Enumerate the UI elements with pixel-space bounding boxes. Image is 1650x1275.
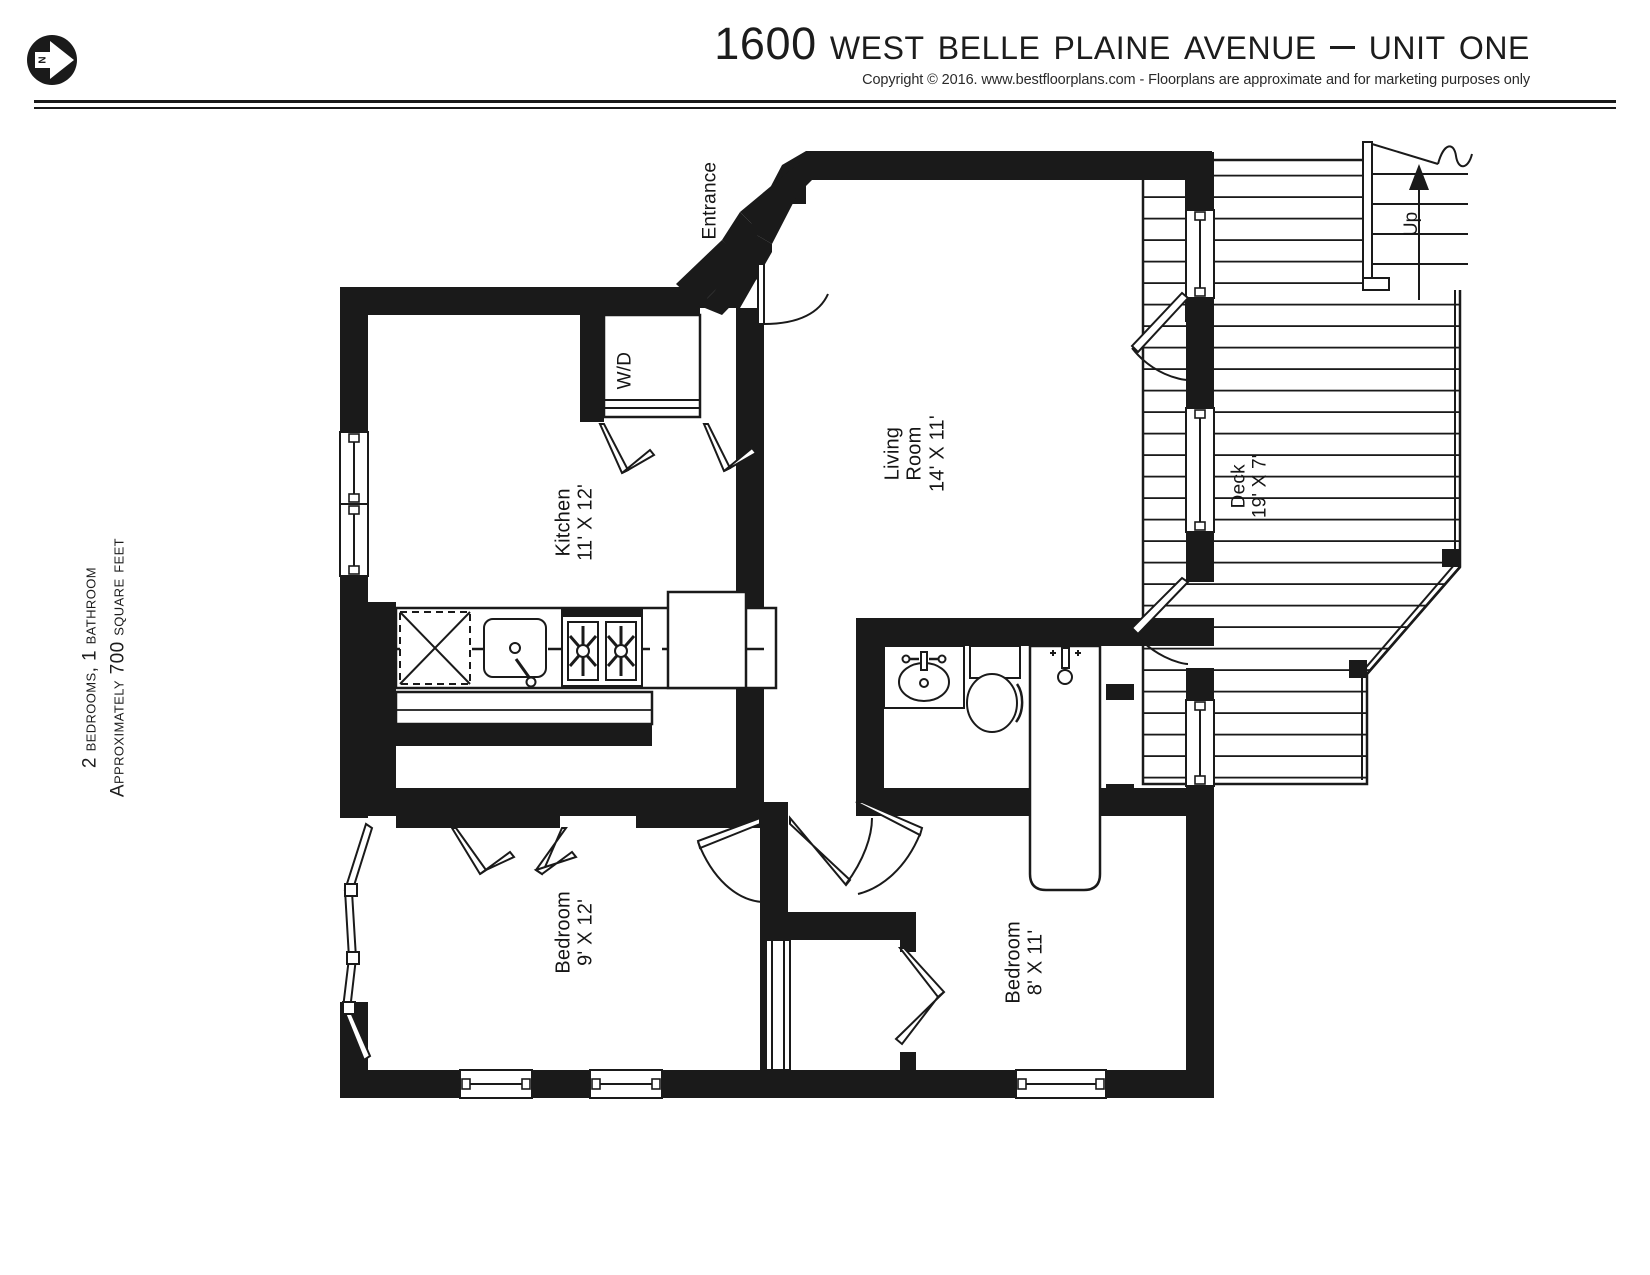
entrance-text: Entrance: [699, 161, 721, 240]
window-kitchen-left-upper: [339, 431, 369, 505]
washer-dryer-label: W/D: [614, 316, 635, 426]
kitchen-name: Kitchen: [552, 488, 575, 557]
living-room-name-line2: Room: [903, 426, 926, 481]
copyright-notice: Copyright © 2016. www.bestfloorplans.com…: [862, 72, 1530, 89]
door-bedroom2-closet: [894, 947, 946, 1046]
door-bedroom2-entry: [789, 815, 873, 887]
door-living-to-deck-lower: [1130, 576, 1190, 665]
room-label-living-room: Living Room 14' X 11': [881, 369, 948, 539]
entrance-label: Entrance: [699, 116, 720, 286]
svg-text:N: N: [38, 56, 49, 63]
wd-text: W/D: [614, 351, 636, 390]
page-header: N 1600 West Belle Plaine Avenue – Unit O…: [0, 0, 1650, 112]
stair-direction-label: Up: [1401, 212, 1422, 236]
door-bedroom1-closet-left: [450, 827, 516, 876]
stair-run-up: [1362, 141, 1473, 300]
bathroom-vanity: [883, 645, 965, 709]
dishwasher-icon: [399, 611, 471, 685]
washer-dryer-closet: [602, 313, 702, 419]
deck-angled-edge: [1366, 566, 1461, 675]
window-bedroom1-south-b: [589, 1069, 663, 1099]
door-kitchen-entry-fold: [702, 423, 758, 473]
door-living-to-deck-upper: [1130, 291, 1190, 381]
door-bedroom1-entry: [696, 816, 763, 903]
window-bathroom-right: [1185, 699, 1215, 787]
window-bedroom1-south-a: [459, 1069, 533, 1099]
refrigerator-icon: [666, 590, 748, 690]
deck-dims: 19' X 7': [1250, 454, 1271, 519]
bedroom2-closet: [765, 939, 791, 1071]
bedroom-1-dims: 9' X 12': [575, 898, 597, 966]
bedroom-1-name: Bedroom: [552, 891, 575, 974]
stair-up-text: Up: [1401, 212, 1422, 236]
compass-north-arrow-icon: N: [26, 34, 78, 86]
kitchen-fixtures: [394, 590, 778, 746]
doors: [341, 263, 1190, 1062]
title-block: 1600 West Belle Plaine Avenue – Unit One…: [120, 18, 1530, 89]
room-label-bedroom-2: Bedroom 8' X 11': [1003, 877, 1048, 1047]
deck-name: Deck: [1228, 464, 1250, 509]
header-divider-thin: [34, 107, 1616, 109]
window-living-right-upper: [1185, 209, 1215, 299]
bedroom-2-name: Bedroom: [1002, 921, 1025, 1004]
bathtub-icon: [1028, 644, 1102, 892]
windows: [339, 209, 1215, 1099]
page-title: 1600 West Belle Plaine Avenue – Unit One: [714, 18, 1530, 69]
door-bedroom1-closet-right: [533, 827, 578, 876]
door-bedroom1-west-accordion: [341, 822, 374, 1062]
room-label-kitchen: Kitchen 11' X 12': [553, 437, 598, 607]
window-bedroom2-south: [1015, 1069, 1107, 1099]
header-divider-thick: [34, 100, 1616, 103]
door-wd-closet: [598, 423, 656, 475]
kitchen-dims: 11' X 12': [575, 483, 597, 561]
door-entrance: [757, 263, 829, 325]
range-cooktop-icon: [561, 609, 643, 687]
door-bathroom-entry: [855, 801, 924, 895]
room-label-deck: Deck 19' X 7': [1229, 401, 1272, 571]
window-living-right-lower: [1185, 407, 1215, 533]
kitchen-sink-icon: [483, 618, 547, 688]
window-kitchen-left-lower: [339, 503, 369, 577]
bedroom-2-dims: 8' X 11': [1025, 929, 1047, 996]
living-room-name-line1: Living: [881, 426, 904, 481]
toilet-icon: [966, 645, 1024, 733]
floor-plan-drawing: Up: [0, 112, 1650, 1275]
room-label-bedroom-1: Bedroom 9' X 12': [553, 847, 598, 1017]
bathroom-fixtures: [883, 644, 1102, 892]
living-room-dims: 14' X 11': [926, 415, 949, 493]
kitchen-peninsula: [394, 690, 654, 746]
